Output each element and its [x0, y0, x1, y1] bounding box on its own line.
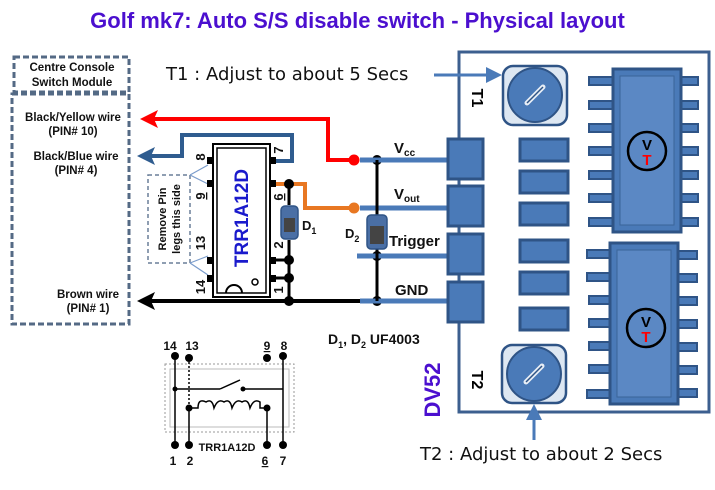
- diode-spec-label: D1, D2 UF4003: [328, 331, 420, 350]
- wire-pin-brown: (PIN# 1): [67, 303, 110, 315]
- relay-pin-9: 9: [193, 192, 208, 199]
- relay-pin-13: 13: [193, 236, 208, 250]
- relay-schematic: 14 13 9 8 1 2 6 7 TRR1A12D: [163, 339, 295, 468]
- terminal-label-trigger: Trigger: [389, 233, 440, 250]
- diode-d2: [366, 214, 388, 250]
- wire-label-black-blue: Black/Blue wire: [33, 151, 118, 163]
- schematic-pin-13: 13: [185, 339, 199, 353]
- remove-pins-note-box: [147, 174, 191, 264]
- callout-t1-arrow-icon: [486, 67, 502, 83]
- wire-label-black-yellow: Black/Yellow wire: [25, 112, 121, 124]
- terminal-label-gnd: GND: [395, 282, 429, 299]
- smd-components: [518, 137, 570, 332]
- trimmer-t1[interactable]: [501, 64, 569, 127]
- callout-t2-arrow-icon: [526, 404, 542, 420]
- schematic-pin-8: 8: [281, 339, 288, 353]
- relay-pins: [207, 157, 276, 282]
- ic-upper: V T: [588, 67, 699, 234]
- schematic-part-label: TRR1A12D: [199, 442, 256, 454]
- relay-pin-14: 14: [193, 279, 208, 294]
- schematic-pin-1: 1: [170, 454, 177, 468]
- module-header-line2: Switch Module: [32, 77, 113, 89]
- schematic-pin-7: 7: [280, 454, 287, 468]
- terminal-traces: [357, 157, 447, 304]
- terminal-label-vout: Vout: [394, 186, 420, 205]
- ic2-logo-t: T: [641, 329, 650, 346]
- trimmer-t1-label: T1: [468, 89, 485, 108]
- callout-t2: T2 : Adjust to about 2 Secs: [419, 444, 662, 465]
- trimmer-t2-label: T2: [468, 371, 485, 390]
- relay-part-label: TRR1A12D: [232, 169, 253, 267]
- relay-pin-2: 2: [271, 241, 286, 248]
- ic-logo-t: T: [642, 152, 651, 169]
- relay-body: TRR1A12D: [212, 143, 271, 298]
- wire-pin-black-blue: (PIN# 4): [55, 165, 98, 177]
- page-title: Golf mk7: Auto S/S disable switch - Phys…: [90, 8, 625, 33]
- ic-logo-v: V: [642, 137, 652, 154]
- dv52-board: V T V T T1: [446, 50, 711, 414]
- d1-label: D1: [302, 218, 316, 236]
- vcc-wire: [150, 117, 352, 162]
- module-box: [10, 92, 131, 326]
- d2-label: D2: [345, 226, 359, 244]
- blue-wire: [148, 133, 294, 163]
- module-header-line1: Centre Console: [30, 62, 115, 74]
- terminal-label-vcc: Vcc: [394, 140, 416, 159]
- vcc-arrow-icon: [140, 110, 158, 128]
- remove-pins-note-line2: legs this side: [171, 184, 183, 254]
- relay-pin-1: 1: [271, 286, 286, 293]
- ic-lower: V T: [586, 241, 698, 406]
- schematic-pin-2: 2: [187, 454, 194, 468]
- relay-pin-6: 6: [271, 193, 286, 200]
- wire-label-brown: Brown wire: [57, 289, 119, 301]
- note-pointer-arrows-icon: [189, 164, 209, 276]
- gnd-arrow-icon: [137, 292, 155, 310]
- schematic-pin-9: 9: [264, 339, 271, 353]
- vout-connection-dot: [348, 202, 360, 214]
- board-name: DV52: [420, 362, 445, 417]
- schematic-pin-14: 14: [163, 339, 177, 353]
- trimmer-t2[interactable]: [500, 343, 568, 405]
- vcc-connection-dot: [348, 154, 360, 166]
- terminal-blocks: [446, 137, 485, 324]
- relay-pin-8: 8: [193, 153, 208, 160]
- wire-pin-black-yellow: (PIN# 10): [48, 126, 97, 138]
- remove-pins-note-line1: Remove Pin: [157, 187, 169, 250]
- diode-d1: [280, 205, 299, 240]
- schematic-pin-6: 6: [262, 454, 269, 468]
- callout-t1: T1 : Adjust to about 5 Secs: [165, 64, 408, 85]
- ic2-logo-v: V: [641, 314, 651, 331]
- relay-pin-7: 7: [271, 146, 286, 153]
- module-header-box: Centre Console Switch Module: [12, 55, 131, 94]
- blue-arrow-icon: [137, 147, 155, 165]
